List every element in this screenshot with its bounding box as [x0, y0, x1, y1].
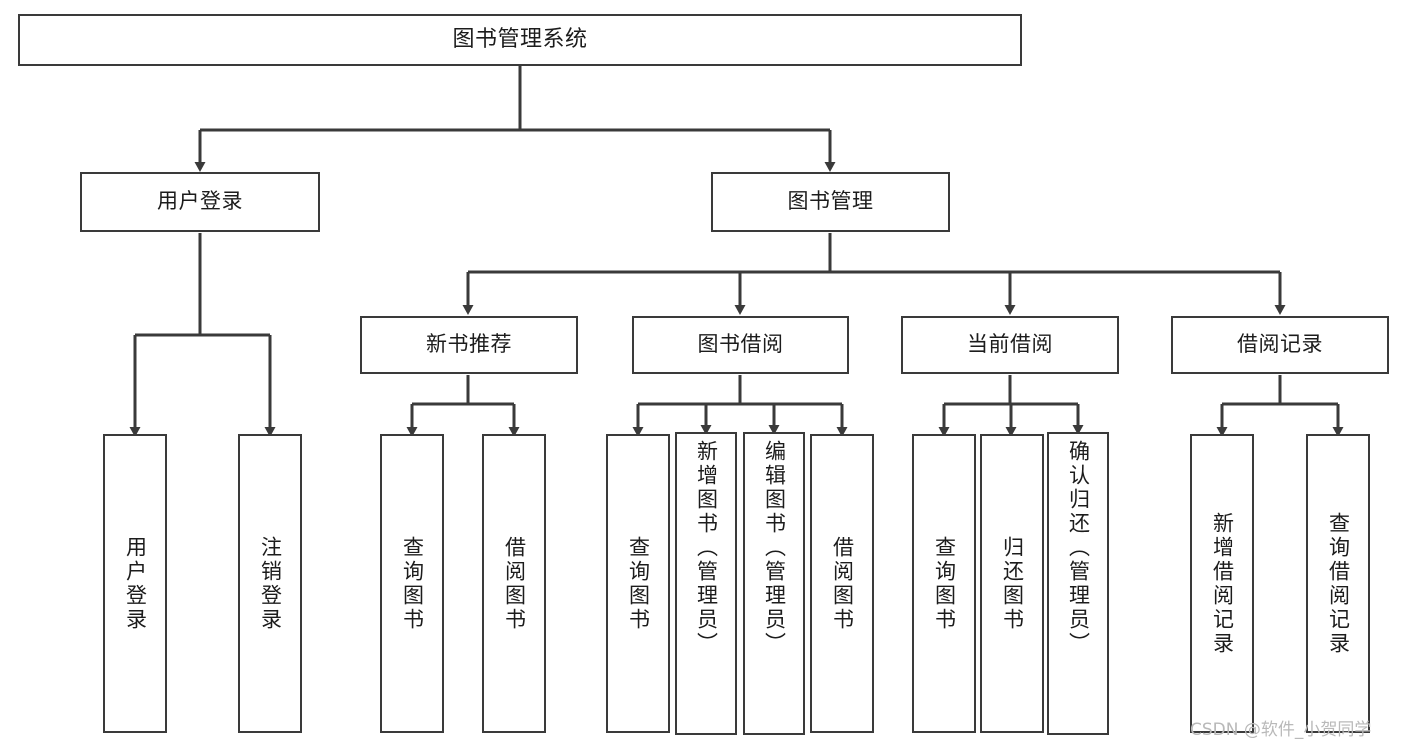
- node-current-borrow[interactable]: 当前借阅: [901, 316, 1119, 374]
- node-label: 查询借阅记录: [1326, 511, 1351, 656]
- node-label: 归还图书: [1000, 535, 1025, 632]
- leaf-add-book-admin[interactable]: 新增图书（管理员）: [675, 432, 737, 735]
- node-label: 查询图书: [932, 535, 957, 632]
- node-label: 新增图书（管理员）: [694, 440, 719, 656]
- node-label: 借阅图书: [830, 535, 855, 632]
- leaf-query-borrow-record[interactable]: 查询借阅记录: [1306, 434, 1370, 733]
- leaf-query-book-current[interactable]: 查询图书: [912, 434, 976, 733]
- leaf-edit-book-admin[interactable]: 编辑图书（管理员）: [743, 432, 805, 735]
- node-borrow-record[interactable]: 借阅记录: [1171, 316, 1389, 374]
- leaf-user-login[interactable]: 用户登录: [103, 434, 167, 733]
- leaf-borrow-book[interactable]: 借阅图书: [810, 434, 874, 733]
- csdn-watermark: CSDN @软件_小贺同学: [1190, 720, 1372, 740]
- node-label: 注销登录: [258, 535, 283, 632]
- node-book-borrow[interactable]: 图书借阅: [632, 316, 849, 374]
- node-label: 图书管理系统: [452, 26, 588, 52]
- leaf-borrow-book-recommend[interactable]: 借阅图书: [482, 434, 546, 733]
- node-book-management[interactable]: 图书管理: [711, 172, 950, 232]
- node-new-book-recommend[interactable]: 新书推荐: [360, 316, 578, 374]
- leaf-confirm-return-admin[interactable]: 确认归还（管理员）: [1047, 432, 1109, 735]
- node-root-system[interactable]: 图书管理系统: [18, 14, 1022, 66]
- leaf-query-book-borrow[interactable]: 查询图书: [606, 434, 670, 733]
- node-label: 借阅图书: [502, 535, 527, 632]
- node-label: 编辑图书（管理员）: [762, 440, 787, 656]
- node-label: 当前借阅: [967, 332, 1053, 357]
- node-label: 查询图书: [400, 535, 425, 632]
- leaf-add-borrow-record[interactable]: 新增借阅记录: [1190, 434, 1254, 733]
- node-label: 新书推荐: [426, 332, 512, 357]
- node-label: 确认归还（管理员）: [1066, 440, 1091, 656]
- leaf-return-book[interactable]: 归还图书: [980, 434, 1044, 733]
- node-label: 新增借阅记录: [1210, 511, 1235, 656]
- node-label: 借阅记录: [1237, 332, 1323, 357]
- node-label: 查询图书: [626, 535, 651, 632]
- node-label: 图书借阅: [697, 332, 784, 357]
- node-label: 用户登录: [123, 535, 148, 632]
- leaf-logout[interactable]: 注销登录: [238, 434, 302, 733]
- node-label: 图书管理: [787, 189, 874, 214]
- node-user-login[interactable]: 用户登录: [80, 172, 320, 232]
- leaf-query-book-recommend[interactable]: 查询图书: [380, 434, 444, 733]
- node-label: 用户登录: [157, 189, 243, 214]
